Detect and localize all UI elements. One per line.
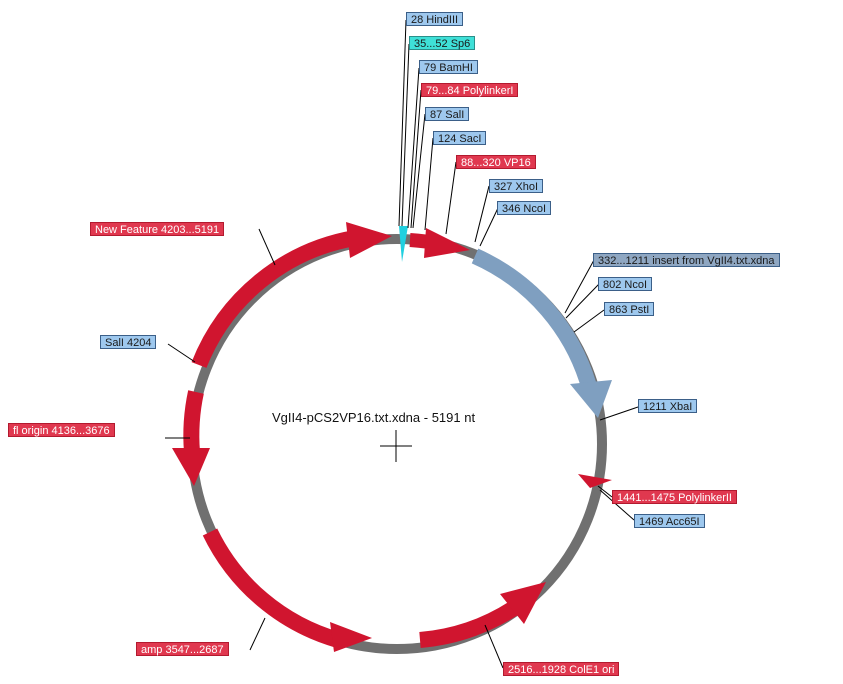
label-hindiii[interactable]: 28 HindIII bbox=[406, 12, 464, 26]
label-cole1[interactable]: 2516...1928 ColE1 ori bbox=[503, 662, 620, 676]
f1-arrowhead bbox=[172, 448, 210, 486]
insert-arc bbox=[471, 248, 598, 393]
label-saci[interactable]: 124 SacI bbox=[433, 131, 487, 145]
amp-arc bbox=[202, 528, 341, 648]
new-feature-arc bbox=[191, 230, 357, 368]
label-ncoi-346[interactable]: 346 NcoI bbox=[497, 201, 552, 215]
cole1-arrowhead bbox=[500, 582, 546, 624]
insert-arrowhead bbox=[570, 380, 612, 418]
label-sali-87[interactable]: 87 SalI bbox=[425, 107, 470, 121]
cole1-arc bbox=[419, 597, 525, 648]
new-feature-arrowhead bbox=[346, 222, 392, 258]
polylinker2-marker bbox=[578, 474, 612, 488]
label-acc65i[interactable]: 1469 Acc65I bbox=[634, 514, 705, 528]
label-insert[interactable]: 332...1211 insert from VgII4.txt.xdna bbox=[593, 253, 780, 267]
map-title: VgII4-pCS2VP16.txt.xdna - 5191 nt bbox=[272, 410, 476, 425]
leader-lines bbox=[165, 19, 639, 669]
label-polylinker2[interactable]: 1441...1475 PolylinkerII bbox=[612, 490, 737, 504]
label-f1-origin[interactable]: fl origin 4136...3676 bbox=[8, 423, 115, 437]
label-amp[interactable]: amp 3547...2687 bbox=[136, 642, 229, 656]
label-psti[interactable]: 863 PstI bbox=[604, 302, 655, 316]
vp16-arrowhead bbox=[424, 228, 470, 258]
f1-arc bbox=[183, 390, 204, 453]
amp-arrowhead bbox=[330, 622, 372, 652]
label-xhoi[interactable]: 327 XhoI bbox=[489, 179, 544, 193]
label-sp6[interactable]: 35...52 Sp6 bbox=[409, 36, 476, 50]
sp6-marker bbox=[399, 226, 408, 262]
label-xbai[interactable]: 1211 XbaI bbox=[638, 399, 698, 413]
label-vp16[interactable]: 88...320 VP16 bbox=[456, 155, 536, 169]
label-sali-4204[interactable]: SalI 4204 bbox=[100, 335, 157, 349]
label-ncoi-802[interactable]: 802 NcoI bbox=[598, 277, 653, 291]
label-polylinker1[interactable]: 79...84 PolylinkerI bbox=[421, 83, 519, 97]
label-new-feature[interactable]: New Feature 4203...5191 bbox=[90, 222, 225, 236]
label-bamhi[interactable]: 79 BamHI bbox=[419, 60, 478, 74]
